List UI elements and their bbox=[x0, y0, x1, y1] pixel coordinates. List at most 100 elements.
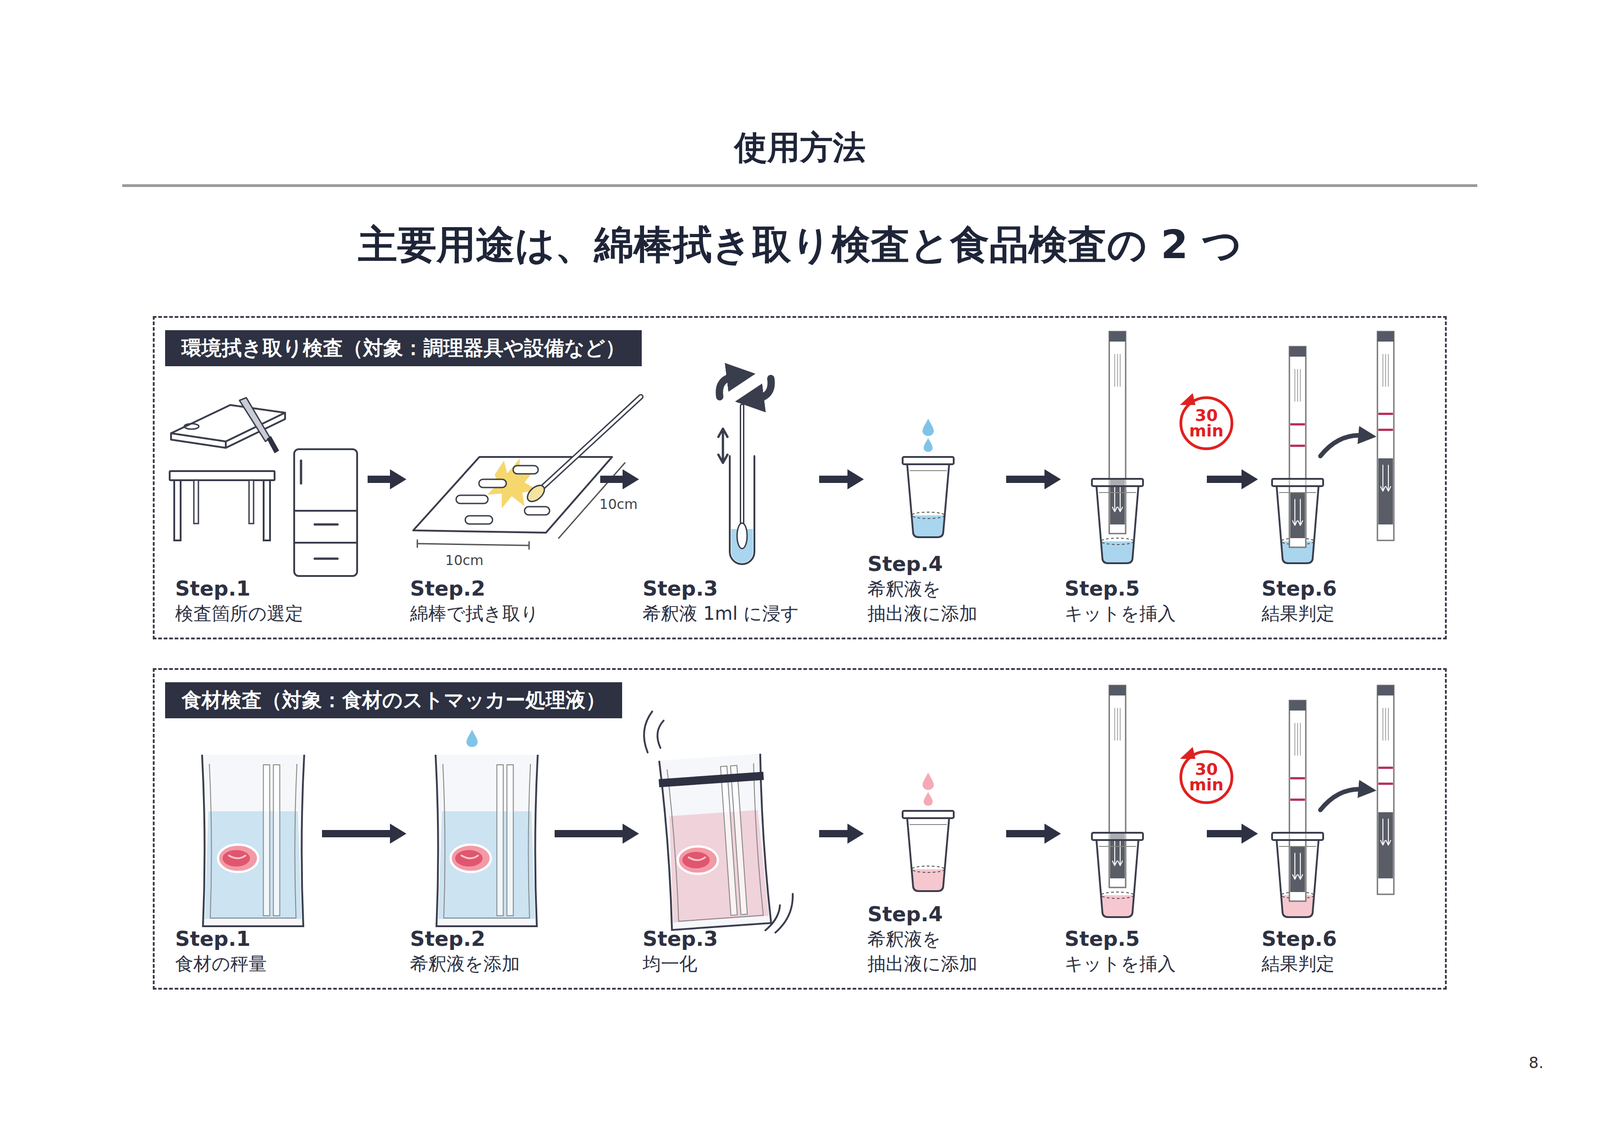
step-box: Step.6結果判定 bbox=[1259, 383, 1415, 634]
bag-seal bbox=[658, 771, 764, 788]
bag-zip bbox=[263, 764, 270, 916]
result-line bbox=[1378, 412, 1393, 416]
cup-rim bbox=[902, 810, 954, 819]
liquid-drop bbox=[923, 791, 933, 806]
extraction-cup bbox=[1276, 840, 1319, 918]
cup-rim bbox=[902, 457, 954, 465]
table-top bbox=[169, 471, 275, 481]
knife-blade bbox=[239, 397, 271, 442]
step-description: 希釈液を添加 bbox=[410, 951, 551, 977]
shake-lines bbox=[644, 711, 664, 753]
table-leg bbox=[174, 480, 181, 541]
flow-arrow bbox=[1112, 839, 1117, 866]
strip-print bbox=[1385, 354, 1387, 387]
page-title: 使用方法 bbox=[734, 125, 866, 170]
step-number: Step.6 bbox=[1261, 926, 1413, 952]
page-number: 8. bbox=[1528, 1053, 1544, 1072]
step-box: Step.3均一化 bbox=[640, 729, 818, 985]
result-line bbox=[1290, 798, 1305, 801]
bacteria bbox=[478, 479, 507, 488]
step-description: 食材の秤量 bbox=[175, 951, 319, 977]
test-strip bbox=[1109, 331, 1126, 534]
cup-line bbox=[909, 824, 947, 826]
step-number: Step.1 bbox=[175, 926, 319, 952]
result-line bbox=[1290, 777, 1305, 780]
cup-line bbox=[1099, 492, 1136, 494]
cup-rim bbox=[1091, 832, 1143, 841]
strip-cap bbox=[1377, 331, 1394, 342]
subtitle: 主要用途は、綿棒拭き取り検査と食品検査の 2 つ bbox=[358, 218, 1242, 272]
bacteria bbox=[513, 465, 539, 474]
strip-pad bbox=[1290, 492, 1305, 539]
cup-rim bbox=[1091, 478, 1143, 487]
stomacher-bag bbox=[435, 754, 538, 927]
step-box: Step.2希釈液を添加 bbox=[408, 729, 553, 985]
title-rule bbox=[122, 184, 1478, 188]
fridge-door bbox=[294, 510, 358, 543]
dimension-label: 10cm bbox=[442, 552, 487, 569]
test-strip bbox=[1109, 685, 1126, 888]
result-line bbox=[1378, 766, 1393, 769]
strip-cap bbox=[1109, 685, 1126, 696]
rotate-arrow bbox=[719, 376, 736, 397]
step-number: Step.4 bbox=[867, 902, 1003, 927]
bag-outline bbox=[202, 754, 305, 927]
flow-arrow bbox=[600, 475, 630, 484]
flow-arrow bbox=[367, 475, 398, 484]
bag-outline bbox=[435, 754, 538, 927]
flow-arrow bbox=[1380, 465, 1386, 492]
bag-inner bbox=[667, 763, 765, 922]
test-strip bbox=[1289, 700, 1306, 902]
flow-arrow bbox=[1292, 499, 1298, 526]
move-arrow bbox=[1320, 435, 1364, 457]
flow-arrow bbox=[819, 475, 855, 484]
shake-lines bbox=[765, 893, 793, 933]
flow-arrow bbox=[1112, 485, 1117, 512]
liquid-drop bbox=[466, 729, 478, 748]
stomacher-bag bbox=[657, 753, 774, 930]
cup-rim bbox=[1272, 832, 1324, 841]
swab-tip bbox=[737, 523, 748, 549]
test-strip bbox=[1289, 346, 1306, 548]
step-description: キットを挿入 bbox=[1064, 601, 1204, 626]
step-box: Step.1食材の秤量 bbox=[173, 729, 321, 985]
step-box: Step.4希釈液を 抽出液に添加 bbox=[865, 729, 1005, 985]
step-description: 希釈液 1ml に浸す bbox=[642, 601, 816, 626]
strip-print bbox=[1119, 354, 1121, 387]
extraction-cup bbox=[907, 818, 950, 892]
meat-marbling bbox=[688, 857, 706, 861]
strip-pad bbox=[1378, 812, 1393, 879]
table-leg bbox=[263, 480, 271, 541]
result-line bbox=[1290, 444, 1305, 447]
strip-print bbox=[1299, 369, 1301, 402]
dashed-panel: 食材検査（対象：食材のストマッカー処理液）Step.1食材の秤量Step.2希釈… bbox=[152, 668, 1447, 990]
swab-tip bbox=[524, 482, 548, 505]
liquid-drop bbox=[922, 772, 935, 790]
step-number: Step.3 bbox=[642, 926, 816, 952]
step-number: Step.2 bbox=[410, 926, 551, 952]
strip-pad bbox=[1290, 846, 1305, 893]
extraction-cup bbox=[1096, 486, 1139, 564]
refrigerator bbox=[294, 449, 358, 577]
flow-arrow bbox=[1386, 465, 1391, 492]
timer-arrow bbox=[1179, 393, 1196, 406]
strip-cap bbox=[1289, 700, 1306, 711]
strip-print bbox=[1116, 708, 1118, 741]
bacteria bbox=[524, 506, 550, 515]
dimension-label: 10cm bbox=[596, 496, 641, 513]
rotate-arrow bbox=[755, 378, 772, 400]
updown-arrow bbox=[718, 428, 728, 463]
meat-icon bbox=[677, 846, 718, 874]
strip-cap bbox=[1289, 346, 1306, 357]
flow-arrow bbox=[1006, 475, 1052, 484]
liquid-surface bbox=[911, 866, 945, 873]
move-arrow bbox=[1320, 789, 1364, 811]
strip-print bbox=[1119, 708, 1121, 741]
meat-lean bbox=[682, 851, 710, 869]
timer-circle bbox=[1180, 397, 1232, 449]
strip-print bbox=[1382, 708, 1384, 741]
strip-print bbox=[1387, 354, 1389, 387]
meat-icon bbox=[450, 844, 491, 873]
swab-area bbox=[413, 457, 613, 533]
stomacher-bag bbox=[202, 754, 305, 927]
